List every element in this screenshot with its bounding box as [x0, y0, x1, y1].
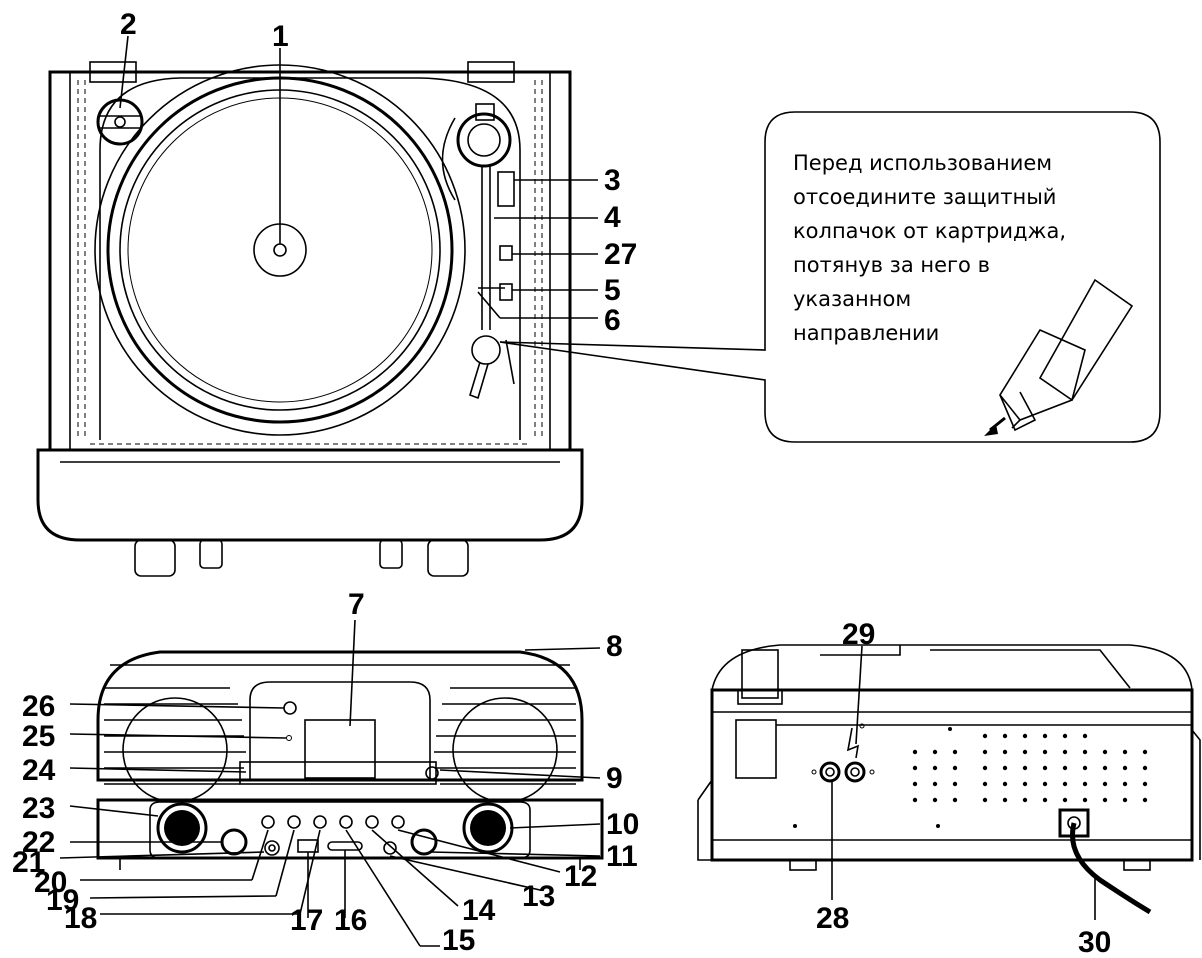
button — [339, 815, 353, 829]
note-line: отсоедините защитный — [793, 185, 1056, 209]
foot — [199, 539, 223, 569]
cd-slot — [239, 761, 437, 785]
power-cord — [1070, 822, 1152, 915]
callout-bubble — [499, 111, 1161, 443]
foot — [379, 539, 403, 569]
label-3: 3 — [604, 164, 621, 197]
top-view: Перед использованием отсоедините защитны… — [36, 8, 1161, 577]
lift-lever — [499, 283, 513, 301]
cartridge — [469, 361, 489, 400]
arm-rest — [471, 335, 501, 365]
line-out-jack-left — [819, 761, 841, 783]
cable-clip — [846, 727, 860, 759]
label-7: 7 — [348, 588, 365, 621]
display-panel — [249, 681, 431, 781]
button — [261, 815, 275, 829]
label-4: 4 — [604, 201, 621, 234]
label-15: 15 — [442, 924, 475, 957]
label-19: 19 — [46, 884, 79, 917]
button — [365, 815, 379, 829]
label-29: 29 — [842, 618, 875, 651]
label-2: 2 — [120, 8, 137, 41]
tonearm-counterweight — [475, 103, 495, 121]
speaker-right — [434, 687, 576, 803]
front-lip — [36, 448, 584, 542]
label-18: 18 — [64, 902, 97, 935]
hinge-clip — [737, 689, 783, 705]
label-26: 26 — [22, 690, 55, 723]
foot — [427, 539, 469, 577]
rear-view: 29 28 30 — [697, 618, 1201, 958]
foot — [134, 539, 176, 577]
label-11: 11 — [606, 840, 638, 873]
control-base — [96, 798, 604, 860]
label-30: 30 — [1078, 926, 1111, 958]
hinge-bracket — [741, 649, 779, 699]
hinge-right — [467, 61, 515, 83]
auto-stop-switch — [499, 245, 513, 261]
note-line: потянув за него в — [793, 253, 990, 277]
stereo-led — [425, 766, 439, 780]
cartridge-illustration — [984, 278, 1134, 436]
rear-foot — [1123, 859, 1151, 871]
button — [391, 815, 405, 829]
lcd-display — [304, 719, 376, 779]
label-5: 5 — [604, 274, 621, 307]
headphone-jack — [264, 840, 280, 856]
label-8: 8 — [606, 630, 623, 663]
rear-foot — [789, 859, 817, 871]
front-view: 7 8 26 25 24 9 23 10 22 11 21 12 20 13 1… — [12, 588, 639, 957]
label-27: 27 — [604, 238, 637, 271]
button — [287, 815, 301, 829]
label-17: 17 — [290, 904, 323, 937]
label-12: 12 — [564, 860, 597, 893]
speed-switch — [497, 171, 515, 207]
hinge-left — [89, 61, 137, 83]
label-13: 13 — [522, 880, 555, 913]
label-20: 20 — [34, 866, 67, 899]
band-button — [410, 828, 438, 856]
label-28: 28 — [816, 902, 849, 935]
label-14: 14 — [462, 894, 496, 927]
function-button — [220, 828, 248, 856]
label-21: 21 — [12, 846, 45, 879]
tonearm-base — [456, 112, 512, 168]
label-24: 24 — [22, 754, 56, 787]
rear-case — [710, 688, 1194, 862]
vent-grille — [912, 733, 1148, 803]
label-9: 9 — [606, 762, 623, 795]
label-1: 1 — [272, 20, 289, 53]
note-line: направлении — [793, 321, 939, 345]
spindle — [273, 243, 287, 257]
label-25: 25 — [22, 720, 55, 753]
label-6: 6 — [604, 304, 621, 337]
line-out-jack-right — [844, 761, 866, 783]
label-22: 22 — [22, 826, 55, 859]
label-23: 23 — [22, 792, 55, 825]
adapter-45 — [96, 98, 144, 146]
power-led — [286, 735, 292, 741]
button — [313, 815, 327, 829]
note-line: колпачок от картриджа, — [793, 219, 1066, 243]
remote-sensor — [283, 701, 297, 715]
label-16: 16 — [334, 904, 367, 937]
rear-block — [735, 719, 777, 779]
label-10: 10 — [606, 808, 639, 841]
note-line: Перед использованием — [793, 151, 1052, 175]
front-shell — [96, 650, 584, 782]
volume-knob — [156, 802, 208, 854]
note-line: указанном — [793, 287, 911, 311]
button — [383, 841, 397, 855]
